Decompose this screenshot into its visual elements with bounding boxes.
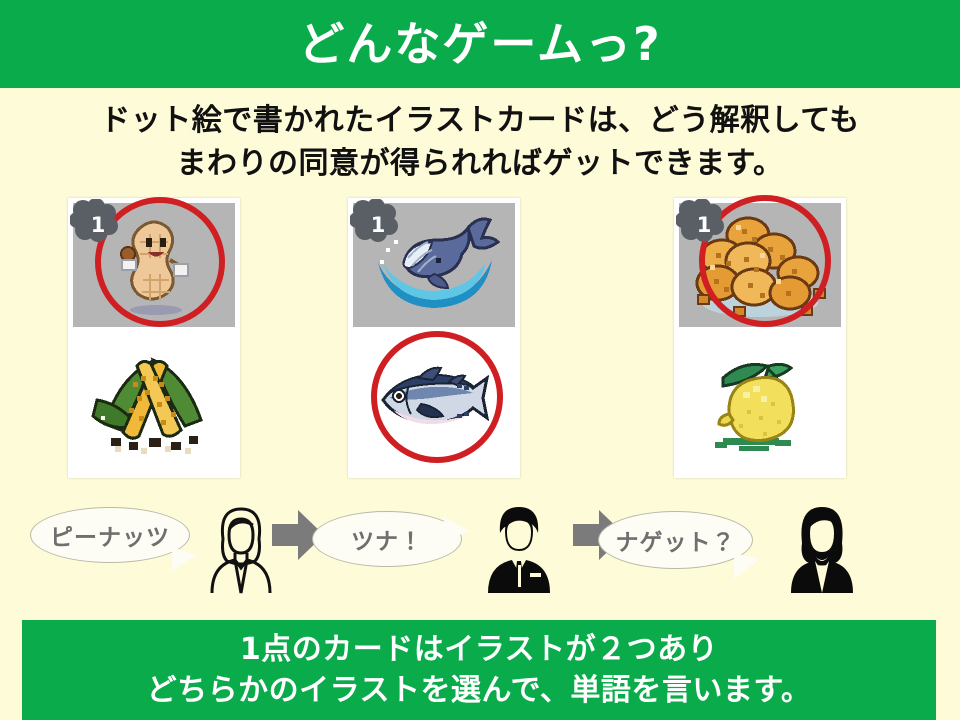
lead-line-1: ドット絵で書かれたイラストカードは、どう解釈しても	[100, 103, 860, 138]
card-3-badge-number: 1	[696, 213, 712, 237]
speech-group-3: ナゲット？	[598, 495, 868, 600]
corn-icon	[73, 327, 235, 469]
peanut-character-icon	[73, 203, 235, 327]
card-2-badge-number: 1	[370, 213, 386, 237]
card-3-top-art-area[interactable]: 1	[676, 195, 841, 327]
card-1-badge-number: 1	[90, 213, 106, 237]
footer-banner: 1点のカードはイラストが２つあり どちらかのイラストを選んで、単語を言います。	[22, 620, 936, 720]
illustration-card-1[interactable]: 1	[68, 197, 240, 478]
cloud-badge-icon	[350, 199, 398, 243]
page-title: どんなゲームっ?	[298, 17, 662, 71]
speech-tail-1	[172, 547, 196, 571]
card-1-top-art-area[interactable]: 1	[70, 197, 235, 327]
speech-tail-2	[444, 517, 470, 541]
footer-line-1: 1点のカードはイラストが２つあり	[239, 631, 719, 667]
businesswoman-avatar-icon	[783, 499, 861, 595]
lemon-icon	[679, 327, 841, 469]
woman-outline-avatar-icon	[202, 499, 280, 595]
card-3-bottom-art-area[interactable]	[679, 327, 841, 469]
arrow-right-icon	[272, 510, 324, 560]
fried-nuggets-icon	[679, 203, 841, 327]
card-2-top-art-area[interactable]: 1	[350, 199, 515, 327]
businessman-avatar-icon	[480, 499, 558, 595]
header-banner: どんなゲームっ?	[0, 0, 960, 88]
cloud-badge-icon	[70, 199, 118, 243]
speech-bubble-3: ナゲット？	[598, 511, 753, 569]
illustration-card-2[interactable]: 1	[348, 198, 520, 478]
speech-group-1: ピーナッツ	[30, 495, 295, 600]
lead-line-2: まわりの同意が得られればゲットできます。	[176, 145, 784, 181]
speech-bubble-1: ピーナッツ	[30, 507, 190, 563]
speech-bubble-1-text: ピーナッツ	[50, 525, 170, 551]
speech-row: ピーナッツ	[0, 495, 960, 600]
tuna-fish-icon	[353, 327, 515, 469]
speech-bubble-2-text: ツナ！	[351, 529, 423, 555]
whale-icon	[353, 203, 515, 327]
speech-bubble-2: ツナ！	[312, 511, 462, 567]
footer-line-2: どちらかのイラストを選んで、単語を言います。	[146, 673, 812, 708]
speech-group-2: ツナ！	[312, 495, 562, 600]
illustration-card-3[interactable]: 1	[674, 195, 846, 478]
lead-paragraph: ドット絵で書かれたイラストカードは、どう解釈しても まわりの同意が得られればゲッ…	[0, 100, 960, 185]
card-1-bottom-art-area[interactable]	[73, 327, 235, 469]
speech-tail-3	[734, 553, 760, 579]
speech-bubble-3-text: ナゲット？	[615, 530, 736, 556]
card-2-bottom-art-area[interactable]	[353, 327, 515, 469]
card-row: 1	[0, 195, 960, 560]
